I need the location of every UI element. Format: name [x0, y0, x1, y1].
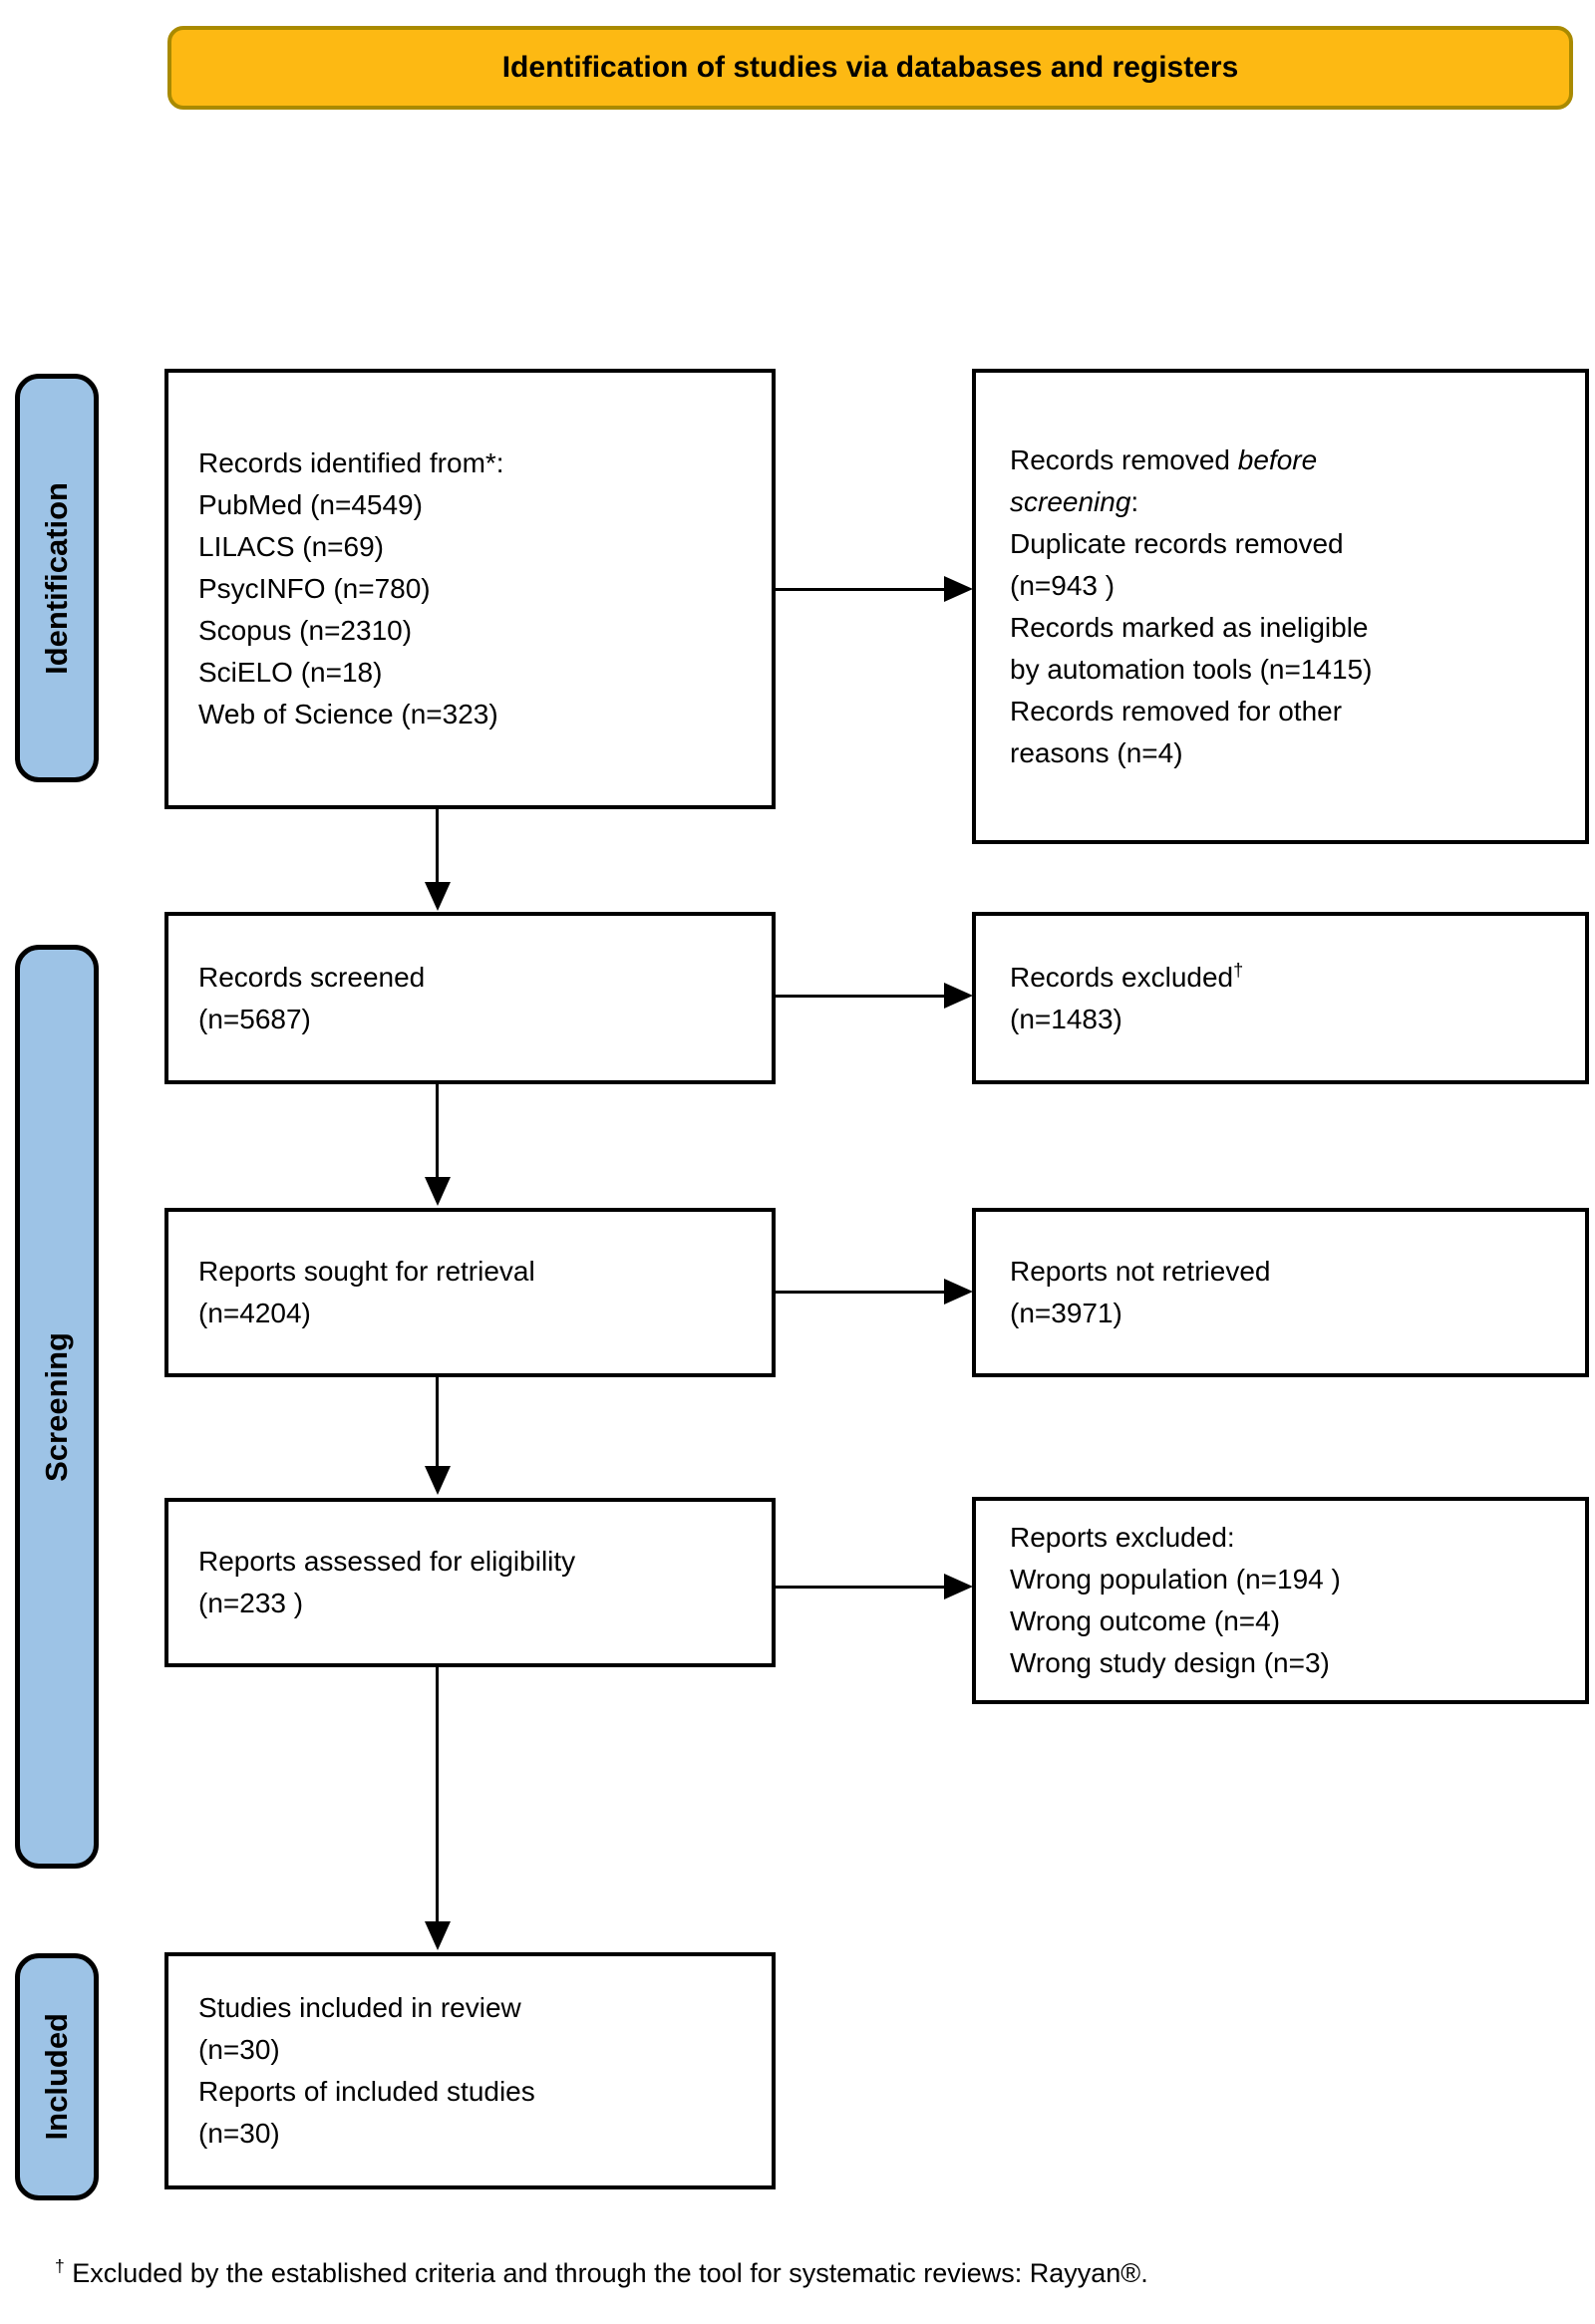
reports-not-retrieved-count: (n=3971) [1010, 1298, 1122, 1328]
box-reports-excluded: Reports excluded: Wrong population (n=19… [972, 1497, 1589, 1704]
reports-excluded-heading: Reports excluded: [1010, 1522, 1235, 1553]
studies-included-label: Studies included in review [198, 1992, 521, 2023]
box-records-removed: Records removed before screening: Duplic… [972, 369, 1589, 844]
footnote: † Excluded by the established criteria a… [55, 2256, 1148, 2289]
sidebar-included-label: Included [39, 2013, 74, 2141]
records-removed-heading-italic: before screening [1010, 443, 1318, 517]
reports-assessed-label: Reports assessed for eligibility [198, 1546, 576, 1577]
database-item: PsycINFO (n=780) [198, 573, 431, 604]
sidebar-identification-label: Identification [39, 481, 74, 675]
box-reports-sought: Reports sought for retrieval (n=4204) [164, 1208, 776, 1377]
records-screened-label: Records screened [198, 961, 426, 993]
sidebar-identification: Identification [15, 374, 99, 782]
excluded-reason-item: Wrong population (n=194 ) [1010, 1564, 1341, 1595]
box-reports-assessed: Reports assessed for eligibility (n=233 … [164, 1498, 776, 1667]
reports-included-label: Reports of included studies [198, 2076, 535, 2107]
reports-sought-label: Reports sought for retrieval [198, 1256, 535, 1287]
database-item: LILACS (n=69) [198, 531, 384, 562]
sidebar-screening-label: Screening [39, 1331, 74, 1482]
database-item: Scopus (n=2310) [198, 615, 413, 646]
database-item: Web of Science (n=323) [198, 699, 498, 729]
database-item: PubMed (n=4549) [198, 489, 423, 520]
box-records-identified: Records identified from*: PubMed (n=4549… [164, 369, 776, 809]
sidebar-screening: Screening [15, 945, 99, 1869]
box-reports-not-retrieved: Reports not retrieved (n=3971) [972, 1208, 1589, 1377]
footnote-text: Excluded by the established criteria and… [64, 2258, 1148, 2288]
reports-sought-count: (n=4204) [198, 1298, 311, 1328]
box-studies-included: Studies included in review (n=30) Report… [164, 1952, 776, 2189]
box-records-screened: Records screened (n=5687) [164, 912, 776, 1084]
removed-reason-item: Duplicate records removed (n=943 ) [1010, 527, 1344, 601]
excluded-reason-item: Wrong outcome (n=4) [1010, 1605, 1281, 1636]
reports-included-count: (n=30) [198, 2118, 280, 2149]
studies-included-count: (n=30) [198, 2034, 280, 2065]
reports-assessed-count: (n=233 ) [198, 1588, 304, 1618]
title-banner: Identification of studies via databases … [167, 26, 1573, 110]
removed-reason-item: Records removed for other reasons (n=4) [1010, 695, 1343, 768]
records-removed-heading: Records removed before screening: [1010, 443, 1318, 517]
sidebar-included: Included [15, 1953, 99, 2200]
reports-not-retrieved-label: Reports not retrieved [1010, 1256, 1271, 1287]
footnote-dagger: † [55, 2256, 65, 2276]
dagger-mark: † [1233, 960, 1244, 981]
diagram-title: Identification of studies via databases … [501, 51, 1239, 84]
records-screened-count: (n=5687) [198, 1003, 311, 1034]
box-records-excluded: Records excluded† (n=1483) [972, 912, 1589, 1084]
removed-reason-item: Records marked as ineligible by automati… [1010, 611, 1373, 685]
database-item: SciELO (n=18) [198, 657, 383, 688]
records-excluded-label: Records excluded† [1010, 960, 1244, 993]
records-excluded-count: (n=1483) [1010, 1003, 1122, 1034]
excluded-reason-item: Wrong study design (n=3) [1010, 1647, 1330, 1678]
records-identified-heading: Records identified from*: [198, 447, 504, 478]
